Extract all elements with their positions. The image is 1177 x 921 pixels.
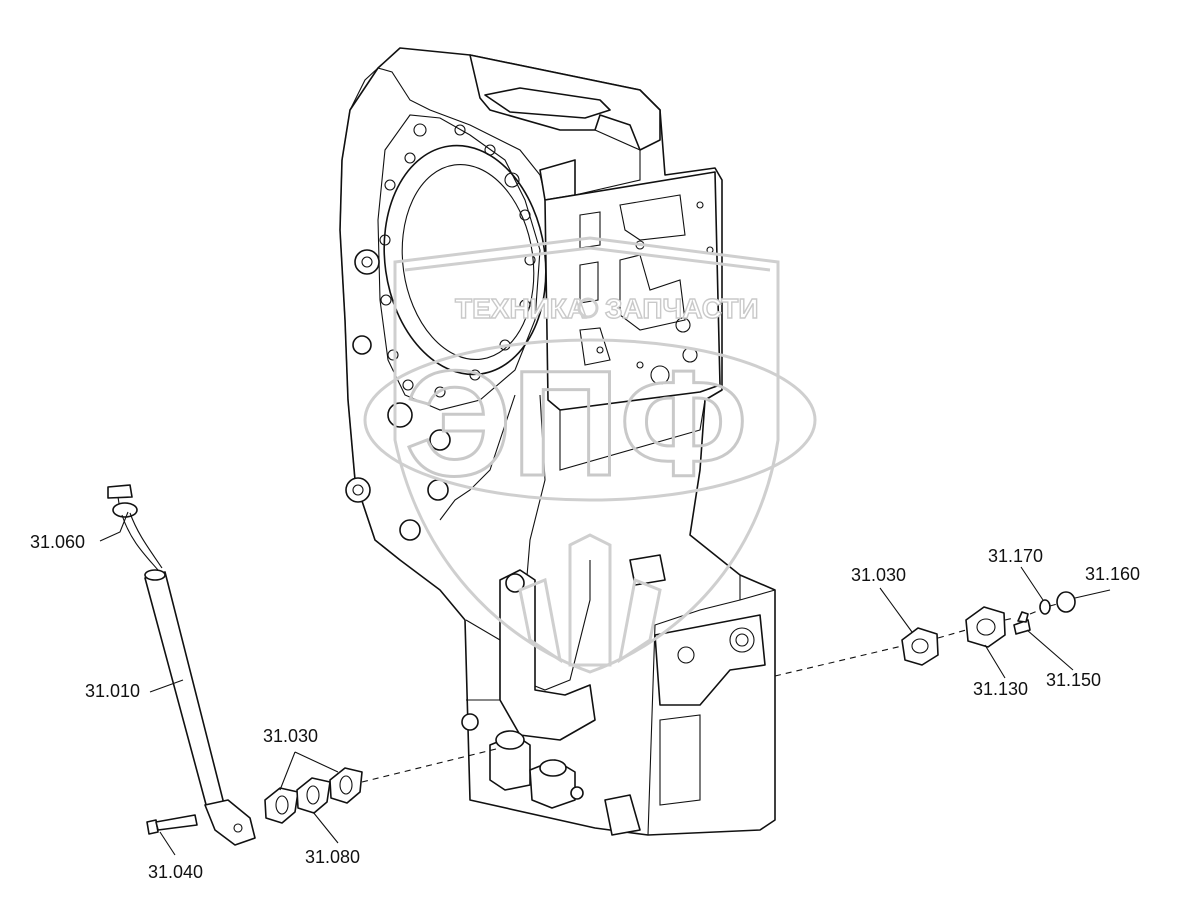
label-31150: 31.150 bbox=[1046, 670, 1101, 690]
transmission-housing bbox=[339, 47, 776, 836]
watermark-text-right: ЗАПЧАСТИ bbox=[605, 293, 758, 324]
label-31030-left: 31.030 bbox=[263, 726, 318, 746]
label-31160: 31.160 bbox=[1085, 564, 1140, 584]
dipstick-assembly bbox=[107, 484, 256, 846]
label-31010: 31.010 bbox=[85, 681, 140, 701]
part-labels: 31.060 31.010 31.040 31.030 31.080 31.03… bbox=[30, 532, 1140, 882]
label-31170: 31.170 bbox=[988, 546, 1043, 566]
watermark-letters: ЭПФ bbox=[405, 339, 748, 507]
label-31060: 31.060 bbox=[30, 532, 85, 552]
centerline-left bbox=[361, 747, 501, 783]
gear-icon bbox=[577, 297, 599, 319]
watermark-shield: ТЕХНИКА ЗАПЧАСТИ ЭПФ bbox=[363, 236, 817, 674]
label-31130: 31.130 bbox=[973, 679, 1028, 699]
right-parts bbox=[901, 591, 1076, 666]
label-31040: 31.040 bbox=[148, 862, 203, 882]
left-gaskets bbox=[264, 767, 363, 824]
centerline-right bbox=[774, 603, 1058, 677]
leader-lines bbox=[99, 511, 1111, 856]
watermark-text-left: ТЕХНИКА bbox=[455, 293, 587, 324]
label-31030-right: 31.030 bbox=[851, 565, 906, 585]
label-31080: 31.080 bbox=[305, 847, 360, 867]
